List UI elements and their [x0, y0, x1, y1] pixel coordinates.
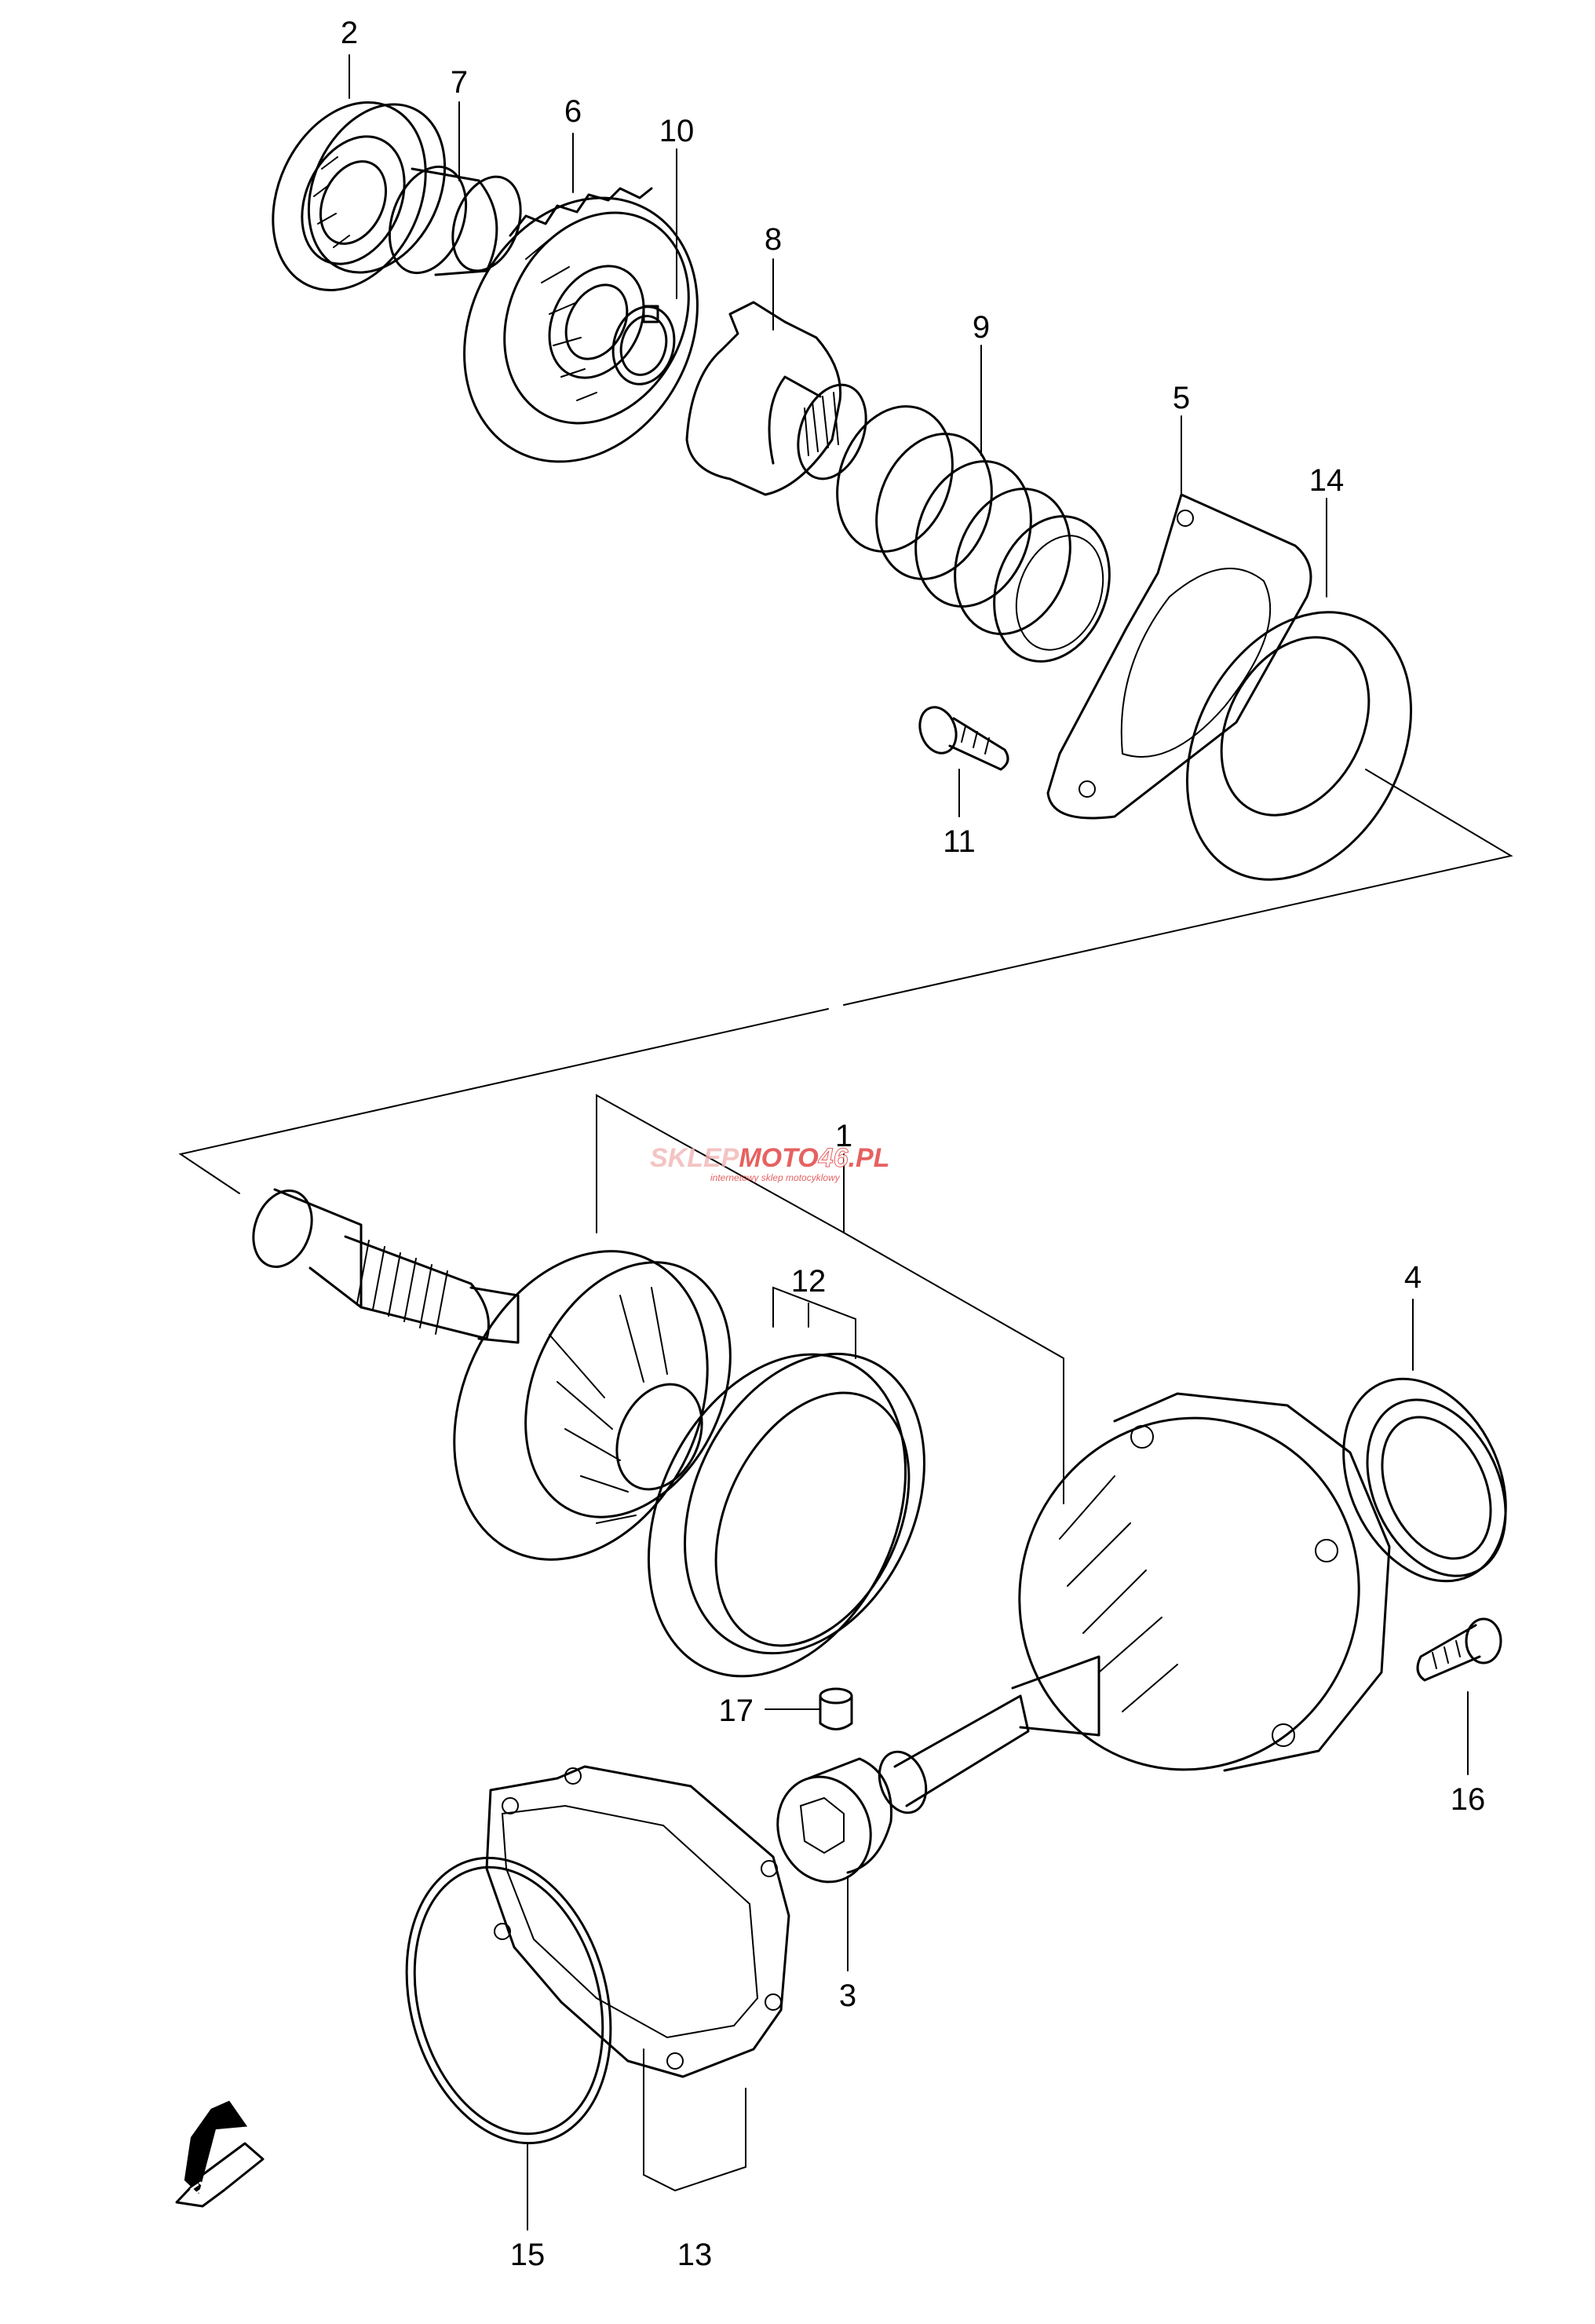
- coupling-part-3: [776, 1757, 892, 1884]
- callout-7: 7: [451, 65, 468, 100]
- dowel-pin-part-17: [819, 1687, 853, 1730]
- callout-16: 16: [1451, 1782, 1486, 1817]
- callout-15: 15: [510, 2238, 546, 2272]
- callout-13: 13: [677, 2238, 713, 2272]
- callout-12: 12: [791, 1264, 827, 1299]
- svg-text:SKLEPMOTO46.PL: SKLEPMOTO46.PL: [650, 1143, 889, 1173]
- bearing-part-2: [272, 100, 447, 292]
- oil-seal-part-4: [1342, 1377, 1507, 1583]
- clutch-dog-part-8: [685, 301, 867, 496]
- callout-9: 9: [973, 310, 990, 345]
- bolt-part-11: [918, 706, 1009, 771]
- shim-part-14: [1185, 611, 1413, 881]
- watermark-brand-a: SKLEP: [650, 1143, 739, 1173]
- spring-part-9: [836, 405, 1111, 663]
- callout-6: 6: [564, 94, 582, 129]
- callout-3: 3: [839, 1979, 856, 2013]
- watermark-tagline: internetowy sklep motocyklowy: [710, 1172, 841, 1183]
- callout-11: 11: [943, 824, 976, 859]
- callout-17: 17: [719, 1694, 754, 1728]
- watermark-brand-c: 46: [818, 1143, 849, 1173]
- callout-5: 5: [1173, 381, 1190, 415]
- circlip-part-10: [611, 305, 676, 386]
- shim-ring-part-12: [647, 1352, 925, 1678]
- callout-14: 14: [1309, 463, 1345, 498]
- callout-10: 10: [659, 114, 695, 148]
- bevel-gear-part-6: [463, 187, 699, 463]
- watermark-logo: SKLEPMOTO46.PL internetowy sklep motocyk…: [650, 1143, 889, 1184]
- drive-shaft-gear-part-1: [252, 1188, 1391, 1814]
- callout-8: 8: [765, 222, 782, 257]
- housing-cover-part-13: [485, 1765, 790, 2078]
- leader-lines: [349, 54, 1469, 2231]
- callout-2: 2: [341, 16, 358, 50]
- callout-1: 1: [835, 1119, 852, 1153]
- watermark-brand-d: .PL: [849, 1143, 890, 1173]
- callout-4: 4: [1404, 1260, 1422, 1295]
- o-ring-part-15: [405, 1856, 612, 2145]
- bolt-part-16: [1416, 1617, 1502, 1682]
- gasket-part-5: [1046, 493, 1312, 820]
- callout-numbers: 2 7 6 10 8 9 5 14 11 1 12 4 17 16 3 15 1…: [341, 16, 1485, 2272]
- assembly-link-line: [178, 769, 1513, 1194]
- fwd-arrow-icon: FWD: [175, 2100, 265, 2208]
- spacer-part-7: [388, 165, 522, 276]
- watermark-brand-b: MOTO: [739, 1143, 818, 1173]
